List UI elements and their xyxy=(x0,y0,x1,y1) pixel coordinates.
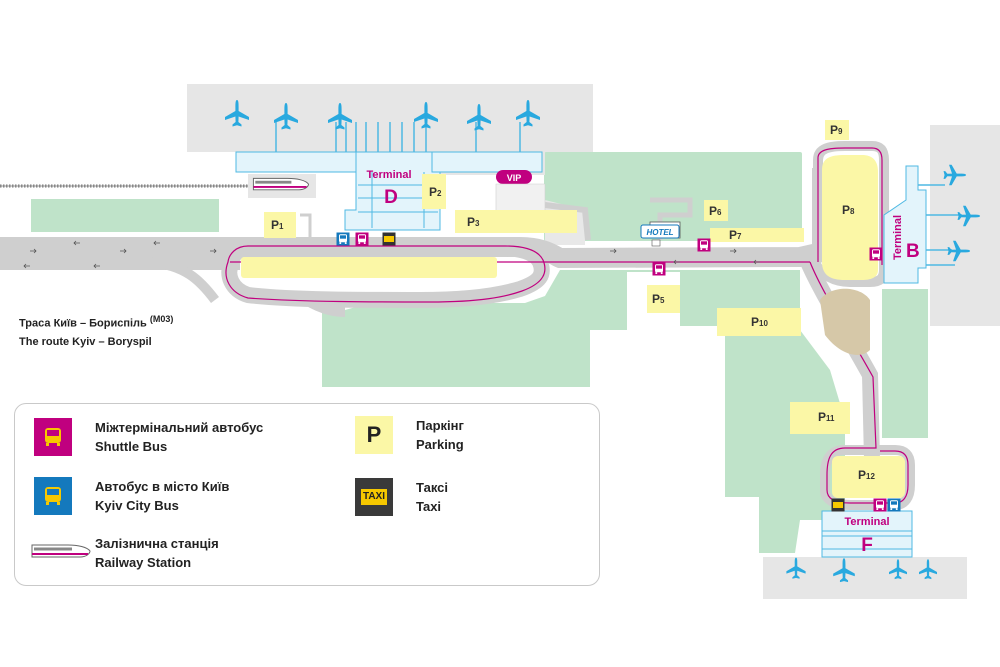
shuttle-bus-icon xyxy=(355,232,369,246)
taxi-icon: TAXI xyxy=(355,478,393,516)
route-label-en: The route Kyiv – Boryspil xyxy=(19,336,152,348)
grass-area-center-top xyxy=(544,152,802,241)
sand-area xyxy=(820,288,870,355)
vip-label: VIP xyxy=(507,173,522,183)
parking-p10-label: P10 xyxy=(751,315,768,329)
hotel-label: HOTEL xyxy=(646,228,673,237)
city-bus-icon xyxy=(887,498,901,512)
parking-p12-area xyxy=(832,456,905,498)
parking-p2-area xyxy=(422,174,446,209)
taxi-icon xyxy=(382,232,396,246)
parking-p7-area xyxy=(710,228,804,242)
parking-p1-label: P1 xyxy=(271,218,284,232)
grass-area-center xyxy=(322,270,845,553)
parking-p7-label: P7 xyxy=(729,228,742,242)
taxi-icon xyxy=(831,498,845,512)
grass-area-left xyxy=(31,199,219,232)
terminal-d-word: Terminal xyxy=(366,169,411,181)
parking-p2-label: P2 xyxy=(429,185,442,199)
terminal-d-letter: D xyxy=(384,187,398,208)
green-areas xyxy=(31,152,928,553)
terminal-b-letter: B xyxy=(906,241,920,262)
hotel: HOTEL xyxy=(640,221,681,247)
terminal-f-word: Terminal xyxy=(844,516,889,528)
parking-p8-label: P8 xyxy=(842,203,855,217)
parking-p11-label: P11 xyxy=(818,410,835,424)
parking-p11-area xyxy=(790,402,850,434)
parking-p6-area xyxy=(704,200,728,221)
parking-areas xyxy=(241,120,905,498)
parking-p5-label: P5 xyxy=(652,292,665,306)
shuttle-bus-icon xyxy=(697,238,711,252)
parking-p12-label: P12 xyxy=(858,468,875,482)
shuttle-bus-icon xyxy=(34,418,72,456)
terminal-b xyxy=(883,165,962,284)
parking-p10-area xyxy=(717,308,801,336)
parking-p9-area xyxy=(825,120,849,140)
train-icon xyxy=(29,534,91,572)
parking-p3-label: P3 xyxy=(467,215,480,229)
parking-p5-area xyxy=(647,285,680,313)
parking-p8-area xyxy=(822,155,878,280)
shuttle-bus-icon xyxy=(869,247,883,261)
parking-p9-label: P9 xyxy=(830,123,843,137)
parking-p6-label: P6 xyxy=(709,204,722,218)
grass-area-right xyxy=(882,289,928,438)
train-icon xyxy=(252,177,309,191)
parking-p3-area xyxy=(455,210,577,233)
city-bus-icon xyxy=(336,232,350,246)
shuttle-bus-icon xyxy=(652,262,666,276)
route-label-ua: Траса Київ – Бориспіль (М03) xyxy=(19,314,174,330)
terminal-b-word: Terminal xyxy=(892,215,904,260)
map-icons xyxy=(336,232,901,512)
parking-area-d-loop xyxy=(241,257,497,278)
city-bus-icon xyxy=(34,477,72,515)
parking-icon: P xyxy=(355,416,393,454)
terminal-f xyxy=(821,510,913,558)
shuttle-bus-icon xyxy=(873,498,887,512)
parking-p1-area xyxy=(264,212,296,238)
terminal-d: VIP xyxy=(235,122,546,231)
parking-labels: P1 P2 P3 P5 P6 P7 P8 P9 P10 P11 P12 xyxy=(271,123,875,482)
terminal-f-letter: F xyxy=(861,535,873,556)
